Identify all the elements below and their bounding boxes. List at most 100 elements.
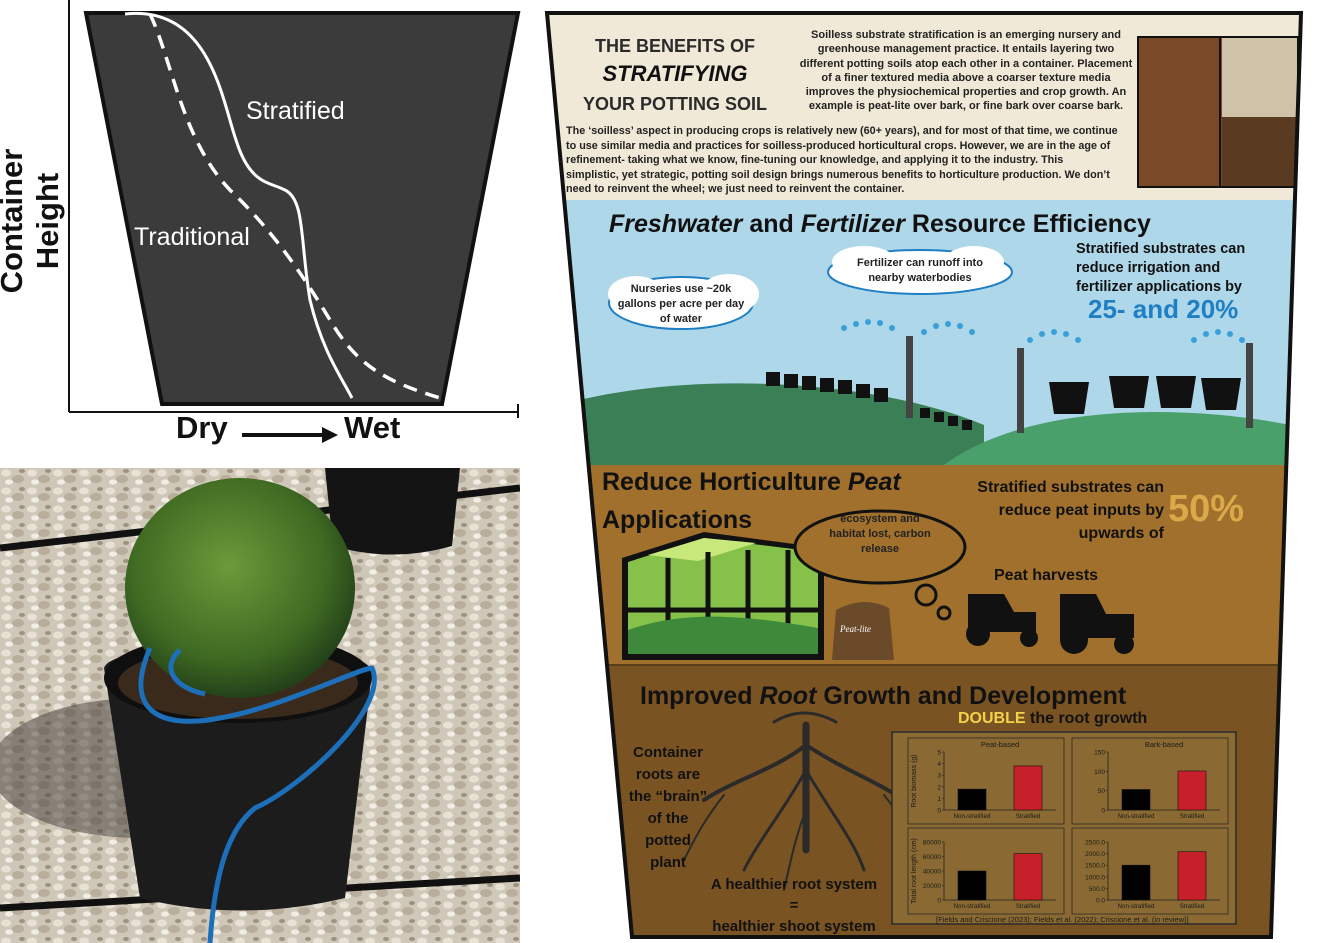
citation: [Fields and Criscione (2023); Fields et …	[936, 915, 1189, 924]
heading-part: Freshwater	[609, 210, 743, 238]
peat-stat-text: Stratified substrates can reduce peat in…	[944, 476, 1164, 545]
brain-line: Container	[632, 744, 703, 761]
y-tick-label: 150	[1094, 750, 1105, 757]
intro-line: example is peat-lite over bark, or fine …	[808, 100, 1124, 113]
body-line: need to reinvent the wheel; we just need…	[566, 183, 905, 196]
y-tick-label: 1500.0	[1085, 863, 1105, 870]
y-tick-label: 2500.0	[1085, 840, 1105, 847]
double-root-growth: DOUBLE the root growth	[958, 710, 1147, 728]
moisture-profile-diagram: Container Height Dry Wet Stratified Trad…	[0, 0, 530, 450]
chart-title: Bark-based	[1145, 740, 1183, 749]
y-tick-label: 1000.0	[1085, 874, 1105, 881]
heading-part: Root	[759, 682, 817, 710]
chart-title: Peat-based	[981, 740, 1019, 749]
heading-part: Improved	[640, 682, 760, 710]
x-category-label: Non-stratified	[954, 903, 991, 910]
stat-line: reduce peat inputs by	[998, 502, 1164, 519]
x-category-label: Stratified	[1016, 903, 1041, 910]
title-line-2: STRATIFYING	[602, 61, 748, 86]
potted-shrub-photo	[0, 468, 520, 943]
intro-line: of a finer textured media above a coarse…	[821, 71, 1111, 84]
stat-line: upwards of	[1078, 525, 1164, 542]
heading-part: Peat	[847, 468, 901, 496]
traditional-curve	[148, 13, 441, 400]
bar	[1177, 770, 1207, 811]
x-category-label: Stratified	[1180, 813, 1205, 820]
bar	[1177, 851, 1207, 901]
heading-part: and	[742, 210, 801, 238]
bar	[957, 788, 987, 811]
y-tick-label: 50	[1098, 788, 1106, 795]
cloud-line: release	[861, 543, 899, 555]
stratified-curve	[124, 12, 354, 399]
x-category-label: Stratified	[1016, 813, 1041, 820]
heading-part: Growth and Development	[816, 682, 1127, 710]
intro-line: improves the physiochemical properties a…	[805, 86, 1127, 99]
healthier-line: A healthier root system	[710, 876, 878, 893]
bar	[1121, 789, 1151, 811]
cloud-line: habitat lost, carbon	[829, 528, 931, 540]
heading-part: Fertilizer	[800, 210, 905, 238]
healthier-line: healthier shoot system	[712, 918, 876, 935]
irrigation-stat-text: Stratified substrates can reduce irrigat…	[1076, 240, 1256, 297]
intro-line: Soilless substrate stratification is an …	[811, 29, 1121, 41]
cloud-line: gallons per acre per day	[617, 298, 745, 310]
peat-harvests-label: Peat harvests	[994, 567, 1099, 584]
intro-line: different potting soils atop each other …	[799, 57, 1133, 70]
irrigation-stat-value: 25- and 20%	[1088, 294, 1239, 324]
peat-section-heading-line2: Applications	[602, 506, 753, 534]
body-line: to use similar media and practices for s…	[566, 139, 1111, 152]
y-axis-label: Root biomass (g)	[911, 754, 918, 807]
intro-paragraph: Soilless substrate stratification is an …	[796, 28, 1136, 114]
stratification-infographic: THE BENEFITS OF STRATIFYING YOUR POTTING…	[544, 10, 1314, 942]
cloud-line: ecosystem and	[840, 513, 920, 525]
water-use-cloud: Nurseries use ~20k gallons per acre per …	[611, 282, 751, 327]
intro-line: greenhouse management practice. It entai…	[817, 43, 1115, 56]
cloud-line: of water	[659, 313, 703, 325]
y-tick-label: 4	[937, 761, 941, 768]
brain-line: of the	[647, 810, 689, 827]
brain-line: potted	[645, 832, 691, 849]
stat-line: Stratified substrates can	[977, 479, 1164, 496]
y-tick-label: 500.0	[1089, 886, 1106, 893]
cloud-line: Nurseries use ~20k	[630, 283, 732, 295]
y-tick-label: 80000	[923, 840, 941, 847]
y-tick-label: 2	[937, 784, 941, 791]
body-line: refinement- taking what we know, fine-tu…	[566, 154, 1064, 167]
y-tick-label: 1	[937, 796, 941, 803]
body-line: The ‘soilless’ aspect in producing crops…	[566, 125, 1118, 137]
stratified-label: Stratified	[246, 97, 345, 125]
y-tick-label: 100	[1094, 769, 1105, 776]
y-axis-label: Container Height	[0, 148, 65, 294]
container-silhouette	[68, 0, 521, 443]
background-paragraph: The ‘soilless’ aspect in producing crops…	[566, 124, 1156, 197]
bar	[957, 870, 987, 901]
peat-stat-value: 50%	[1168, 488, 1245, 530]
healthier-line: =	[789, 897, 799, 914]
runoff-cloud: Fertilizer can runoff into nearby waterb…	[840, 256, 1000, 286]
heading-part: Resource Efficiency	[904, 210, 1151, 238]
y-tick-label: 3	[937, 773, 941, 780]
y-tick-label: 40000	[923, 869, 941, 876]
x-category-label: Stratified	[1180, 903, 1205, 910]
double-rest: the root growth	[1025, 710, 1148, 727]
bar	[1013, 765, 1043, 811]
brain-line: the “brain”	[628, 788, 708, 805]
brain-line: plant	[650, 854, 686, 871]
peat-section-heading: Reduce Horticulture Peat	[602, 468, 901, 497]
stat-line: Stratified substrates can	[1076, 241, 1246, 257]
title-line-1: THE BENEFITS OF	[594, 36, 755, 56]
cloud-line: Fertilizer can runoff into	[857, 257, 983, 269]
y-tick-label: 20000	[923, 883, 941, 890]
peat-impact-cloud: ecosystem and habitat lost, carbon relea…	[810, 512, 950, 557]
water-section-heading: Freshwater and Fertilizer Resource Effic…	[609, 210, 1151, 239]
cloud-line: nearby waterbodies	[868, 272, 972, 284]
y-tick-label: 5	[937, 750, 941, 757]
roots-brain-text: Container roots are the “brain” of the p…	[618, 742, 718, 874]
y-tick-label: 2000.0	[1085, 851, 1105, 858]
healthier-text: A healthier root system = healthier shoo…	[694, 874, 894, 937]
double-word: DOUBLE	[958, 710, 1026, 727]
traditional-label: Traditional	[134, 223, 250, 251]
heading-part: Reduce Horticulture	[602, 468, 848, 496]
